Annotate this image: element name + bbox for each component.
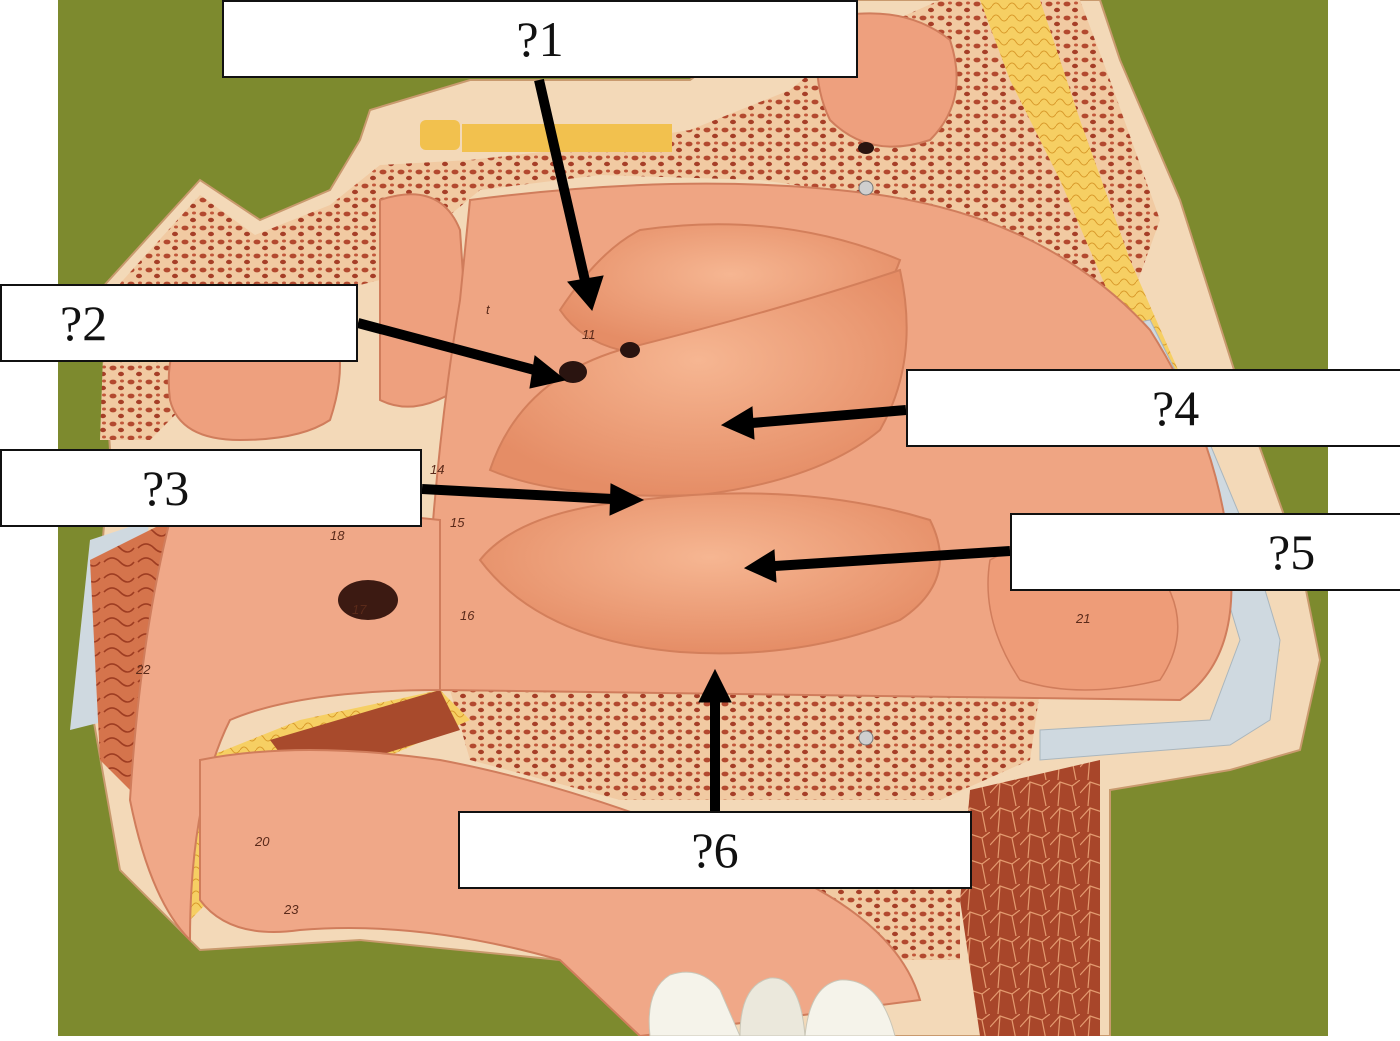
model-number-15: 15: [450, 515, 465, 530]
model-number-11: 11: [582, 327, 596, 342]
arrow-4-head: [720, 406, 755, 440]
arrow-1-head: [567, 275, 604, 312]
arrow-2-line: [356, 318, 544, 377]
model-number-23: 23: [283, 902, 299, 917]
label-text-5: ?5: [1268, 524, 1316, 580]
label-text-3: ?3: [142, 460, 190, 516]
model-number-18: 18: [330, 528, 345, 543]
label-box-2[interactable]: ?2: [0, 284, 358, 362]
sphenoethmoidal-opening: [559, 361, 587, 383]
model-letter-t: t: [486, 302, 491, 317]
label-box-1[interactable]: ?1: [222, 0, 858, 78]
oral-cavity-roof: [199, 749, 922, 1038]
label-text-4: ?4: [1152, 380, 1200, 436]
frontal-sinus-opening: [858, 142, 874, 154]
label-text-1: ?1: [516, 11, 564, 67]
label-arrows: [356, 78, 1011, 811]
label-box-6[interactable]: ?6: [458, 811, 972, 889]
olfactory-yellow-band: [462, 124, 672, 152]
tooth-canine: [804, 979, 896, 1037]
olfactory-yellow-knob: [420, 120, 460, 150]
tooth-incisor-2: [739, 977, 806, 1037]
arrow-4-line: [751, 405, 907, 428]
model-number-20: 20: [254, 834, 270, 849]
model-number-14: 14: [430, 462, 444, 477]
posterior-ethmoid-opening: [620, 342, 640, 358]
label-box-4[interactable]: ?4: [906, 369, 1400, 447]
arrow-3-head: [609, 483, 645, 516]
model-number-22: 22: [135, 662, 151, 677]
spongy-bone-palate: [450, 690, 1040, 800]
arrow-3-line: [421, 484, 613, 504]
middle-concha: [488, 268, 908, 497]
label-box-5[interactable]: ?5: [1010, 513, 1400, 591]
arrow-5-line: [774, 546, 1011, 571]
arrow-2-head: [529, 355, 567, 389]
lip-muscle: [960, 760, 1100, 1036]
model-number-21: 21: [1075, 611, 1090, 626]
label-box-3[interactable]: ?3: [0, 449, 422, 527]
eustachian-tube-opening: [338, 580, 398, 620]
label-text-2: ?2: [60, 295, 108, 351]
model-screw-upper: [858, 180, 874, 196]
arrow-1-line: [534, 78, 591, 287]
arrow-6-head: [698, 668, 732, 703]
model-number-17: 17: [352, 602, 367, 617]
arrow-5-head: [743, 549, 777, 583]
tooth-incisor-1: [648, 971, 741, 1037]
model-screw-lower: [858, 730, 874, 746]
model-number-16: 16: [460, 608, 475, 623]
label-text-6: ?6: [691, 822, 739, 878]
